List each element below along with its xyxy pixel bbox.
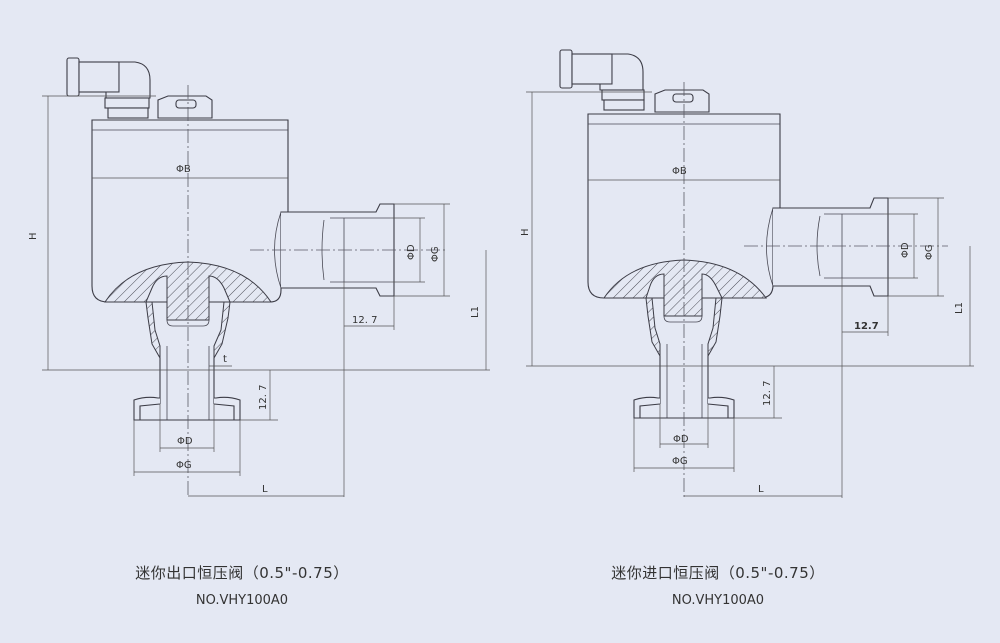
label-12-7-bottom: 12. 7 bbox=[258, 385, 269, 410]
label-12-7-side: 12.7 bbox=[854, 321, 879, 332]
label-phi-g-side: ΦG bbox=[924, 244, 935, 260]
inlet-valve-caption: 迷你进口恒压阀（0.5"-0.75） NO.VHY100A0 bbox=[568, 562, 868, 608]
label-l: L bbox=[758, 484, 764, 495]
label-t: t bbox=[223, 354, 227, 365]
inlet-valve-model: NO.VHY100A0 bbox=[671, 593, 765, 608]
label-12-7-bottom: 12. 7 bbox=[762, 381, 773, 406]
outlet-valve-model: NO.VHY100A0 bbox=[195, 593, 289, 608]
label-l: L bbox=[262, 484, 268, 495]
outlet-valve-title: 迷你出口恒压阀（0.5"-0.75） bbox=[135, 564, 349, 582]
label-phi-d-side: ΦD bbox=[900, 242, 911, 258]
diaphragm-dome-section bbox=[603, 259, 767, 317]
label-phi-d-side: ΦD bbox=[406, 244, 417, 260]
inlet-valve-title: 迷你进口恒压阀（0.5"-0.75） bbox=[611, 564, 825, 582]
side-inlet bbox=[773, 197, 889, 297]
air-fitting bbox=[66, 57, 151, 119]
label-h: H bbox=[520, 228, 531, 236]
bottom-ferrule bbox=[133, 396, 241, 421]
label-12-7-side: 12. 7 bbox=[352, 315, 377, 326]
label-phi-d-bottom: ΦD bbox=[177, 436, 193, 447]
label-phi-d-bottom: ΦD bbox=[673, 434, 689, 445]
label-l1: L1 bbox=[470, 306, 481, 318]
label-l1: L1 bbox=[954, 302, 965, 314]
inlet-valve-drawing: ΦB H ΦD ΦG L1 12.7 12. 7 ΦD ΦG L bbox=[520, 49, 974, 498]
outlet-valve-caption: 迷你出口恒压阀（0.5"-0.75） NO.VHY100A0 bbox=[92, 562, 392, 608]
label-phi-b: ΦB bbox=[672, 166, 687, 177]
air-fitting bbox=[559, 49, 645, 111]
label-phi-b: ΦB bbox=[176, 164, 191, 175]
label-phi-g-bottom: ΦG bbox=[176, 460, 192, 471]
label-phi-g-bottom: ΦG bbox=[672, 456, 688, 467]
label-phi-g-side: ΦG bbox=[430, 246, 441, 262]
outlet-valve-drawing: ΦB H ΦD ΦG L1 12. 7 t 12. 7 ΦD bbox=[28, 57, 490, 497]
label-h: H bbox=[28, 232, 39, 240]
